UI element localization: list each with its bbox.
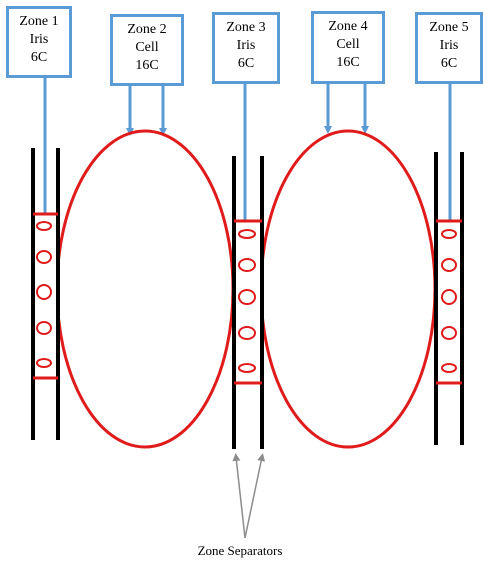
zone-separators-caption: Zone Separators xyxy=(197,543,283,558)
iris5-cell xyxy=(441,229,457,239)
zone5-type: Iris xyxy=(439,38,459,53)
zone2-title: Zone 2 xyxy=(127,22,167,37)
iris5-cell xyxy=(441,326,457,340)
separator-pointer-right xyxy=(244,453,266,539)
zone3-temperature: 6C xyxy=(237,56,255,71)
zone3-type: Iris xyxy=(236,38,256,53)
zone3-label: Zone 3 Iris 6C xyxy=(212,12,280,84)
separator-pointer-left xyxy=(232,453,246,539)
iris3-cell xyxy=(238,289,256,305)
iris3-cell xyxy=(238,326,256,340)
iris1-cell xyxy=(36,358,52,368)
zone4-type: Cell xyxy=(336,37,360,52)
iris1-cell xyxy=(36,250,52,264)
iris3-cell xyxy=(238,363,256,373)
zone1-temperature: 6C xyxy=(30,50,48,65)
zone5-label: Zone 5 Iris 6C xyxy=(415,12,483,84)
zone1-title: Zone 1 xyxy=(19,14,59,29)
zone4-temperature: 16C xyxy=(336,55,360,70)
iris3-cell xyxy=(238,229,256,239)
iris5-cell xyxy=(441,289,457,305)
zone1-label: Zone 1 Iris 6C xyxy=(6,6,72,78)
iris5-cell xyxy=(441,363,457,373)
zone1-type: Iris xyxy=(29,32,49,47)
iris1-cell xyxy=(36,221,52,231)
zone5-temperature: 6C xyxy=(440,56,458,71)
zone4-label: Zone 4 Cell 16C xyxy=(311,11,385,84)
zone4-title: Zone 4 xyxy=(328,19,368,34)
cell-zone2 xyxy=(55,129,235,449)
iris5-cell xyxy=(441,258,457,272)
iris1-cell xyxy=(36,284,52,300)
cell-zone4 xyxy=(259,129,437,449)
zone2-temperature: 16C xyxy=(135,58,159,73)
zone2-type: Cell xyxy=(135,40,159,55)
zone5-title: Zone 5 xyxy=(429,20,469,35)
iris1-cell xyxy=(36,321,52,335)
zone2-label: Zone 2 Cell 16C xyxy=(110,14,184,86)
zone3-title: Zone 3 xyxy=(226,20,266,35)
iris3-cell xyxy=(238,258,256,272)
